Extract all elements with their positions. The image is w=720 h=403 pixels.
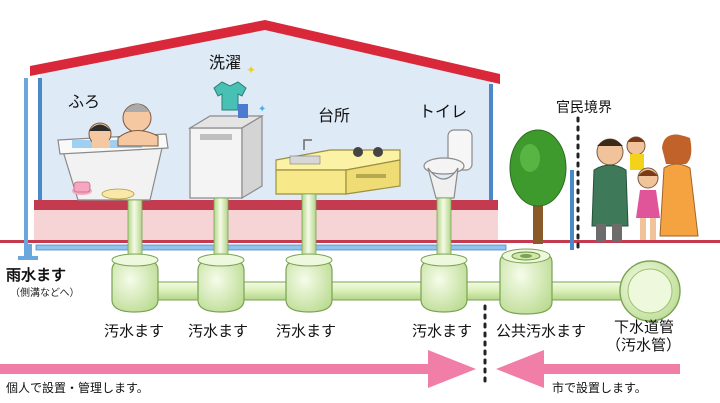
sewage-basin: [420, 253, 468, 313]
kitchen-counter: [275, 139, 401, 195]
left-wall: [38, 78, 42, 242]
city-responsibility-arrow: [496, 350, 680, 388]
toilet: [423, 129, 473, 199]
room-label-bath: ふろ: [68, 92, 100, 111]
bathtub: [57, 103, 169, 201]
rain-pipe-to-boundary: [35, 244, 507, 251]
sewage-basin: [197, 253, 245, 313]
room-label-laundry: 洗濯: [209, 53, 241, 72]
rain-basin-sublabel: （側溝などへ）: [10, 286, 80, 299]
room-label-toilet: トイレ: [419, 102, 467, 121]
private-responsibility-arrow: [0, 350, 476, 388]
sewage-basin-label: 汚水ます: [412, 322, 472, 340]
foundation: [34, 210, 498, 240]
tshirt-icon: [213, 81, 247, 111]
sewage-basin-label: 汚水ます: [104, 322, 164, 340]
sewage-basin-label: 汚水ます: [276, 322, 336, 340]
sparkle-icon: ✦: [246, 63, 256, 77]
main-sewer-sublabel: （汚水管）: [606, 336, 681, 354]
room-label-kitchen: 台所: [318, 106, 350, 125]
public-sewage-basin: [499, 248, 553, 315]
rain-gutter: [18, 78, 38, 260]
ground-line: [0, 240, 720, 243]
city-responsibility-label: 市で設置します。: [552, 380, 647, 395]
floor: [34, 200, 498, 210]
washing-machine: ✦ ✦: [187, 63, 266, 200]
rain-basin-label: 雨水ます: [6, 266, 66, 284]
sewage-basin: [285, 253, 333, 313]
boundary-post: [570, 170, 574, 250]
boundary-label: 官民境界: [556, 100, 612, 116]
sewage-basin: [111, 253, 159, 313]
family-icon: [591, 134, 699, 242]
public-basin-label: 公共汚水ます: [496, 322, 586, 340]
private-responsibility-label: 個人で設置・管理します。: [6, 380, 149, 395]
main-sewer-label: 下水道管: [614, 318, 674, 336]
roof: [30, 20, 500, 84]
tree-icon: [509, 129, 567, 244]
sparkle-icon: ✦: [258, 104, 266, 115]
right-wall: [489, 84, 493, 242]
sewage-basin-label: 汚水ます: [188, 322, 248, 340]
